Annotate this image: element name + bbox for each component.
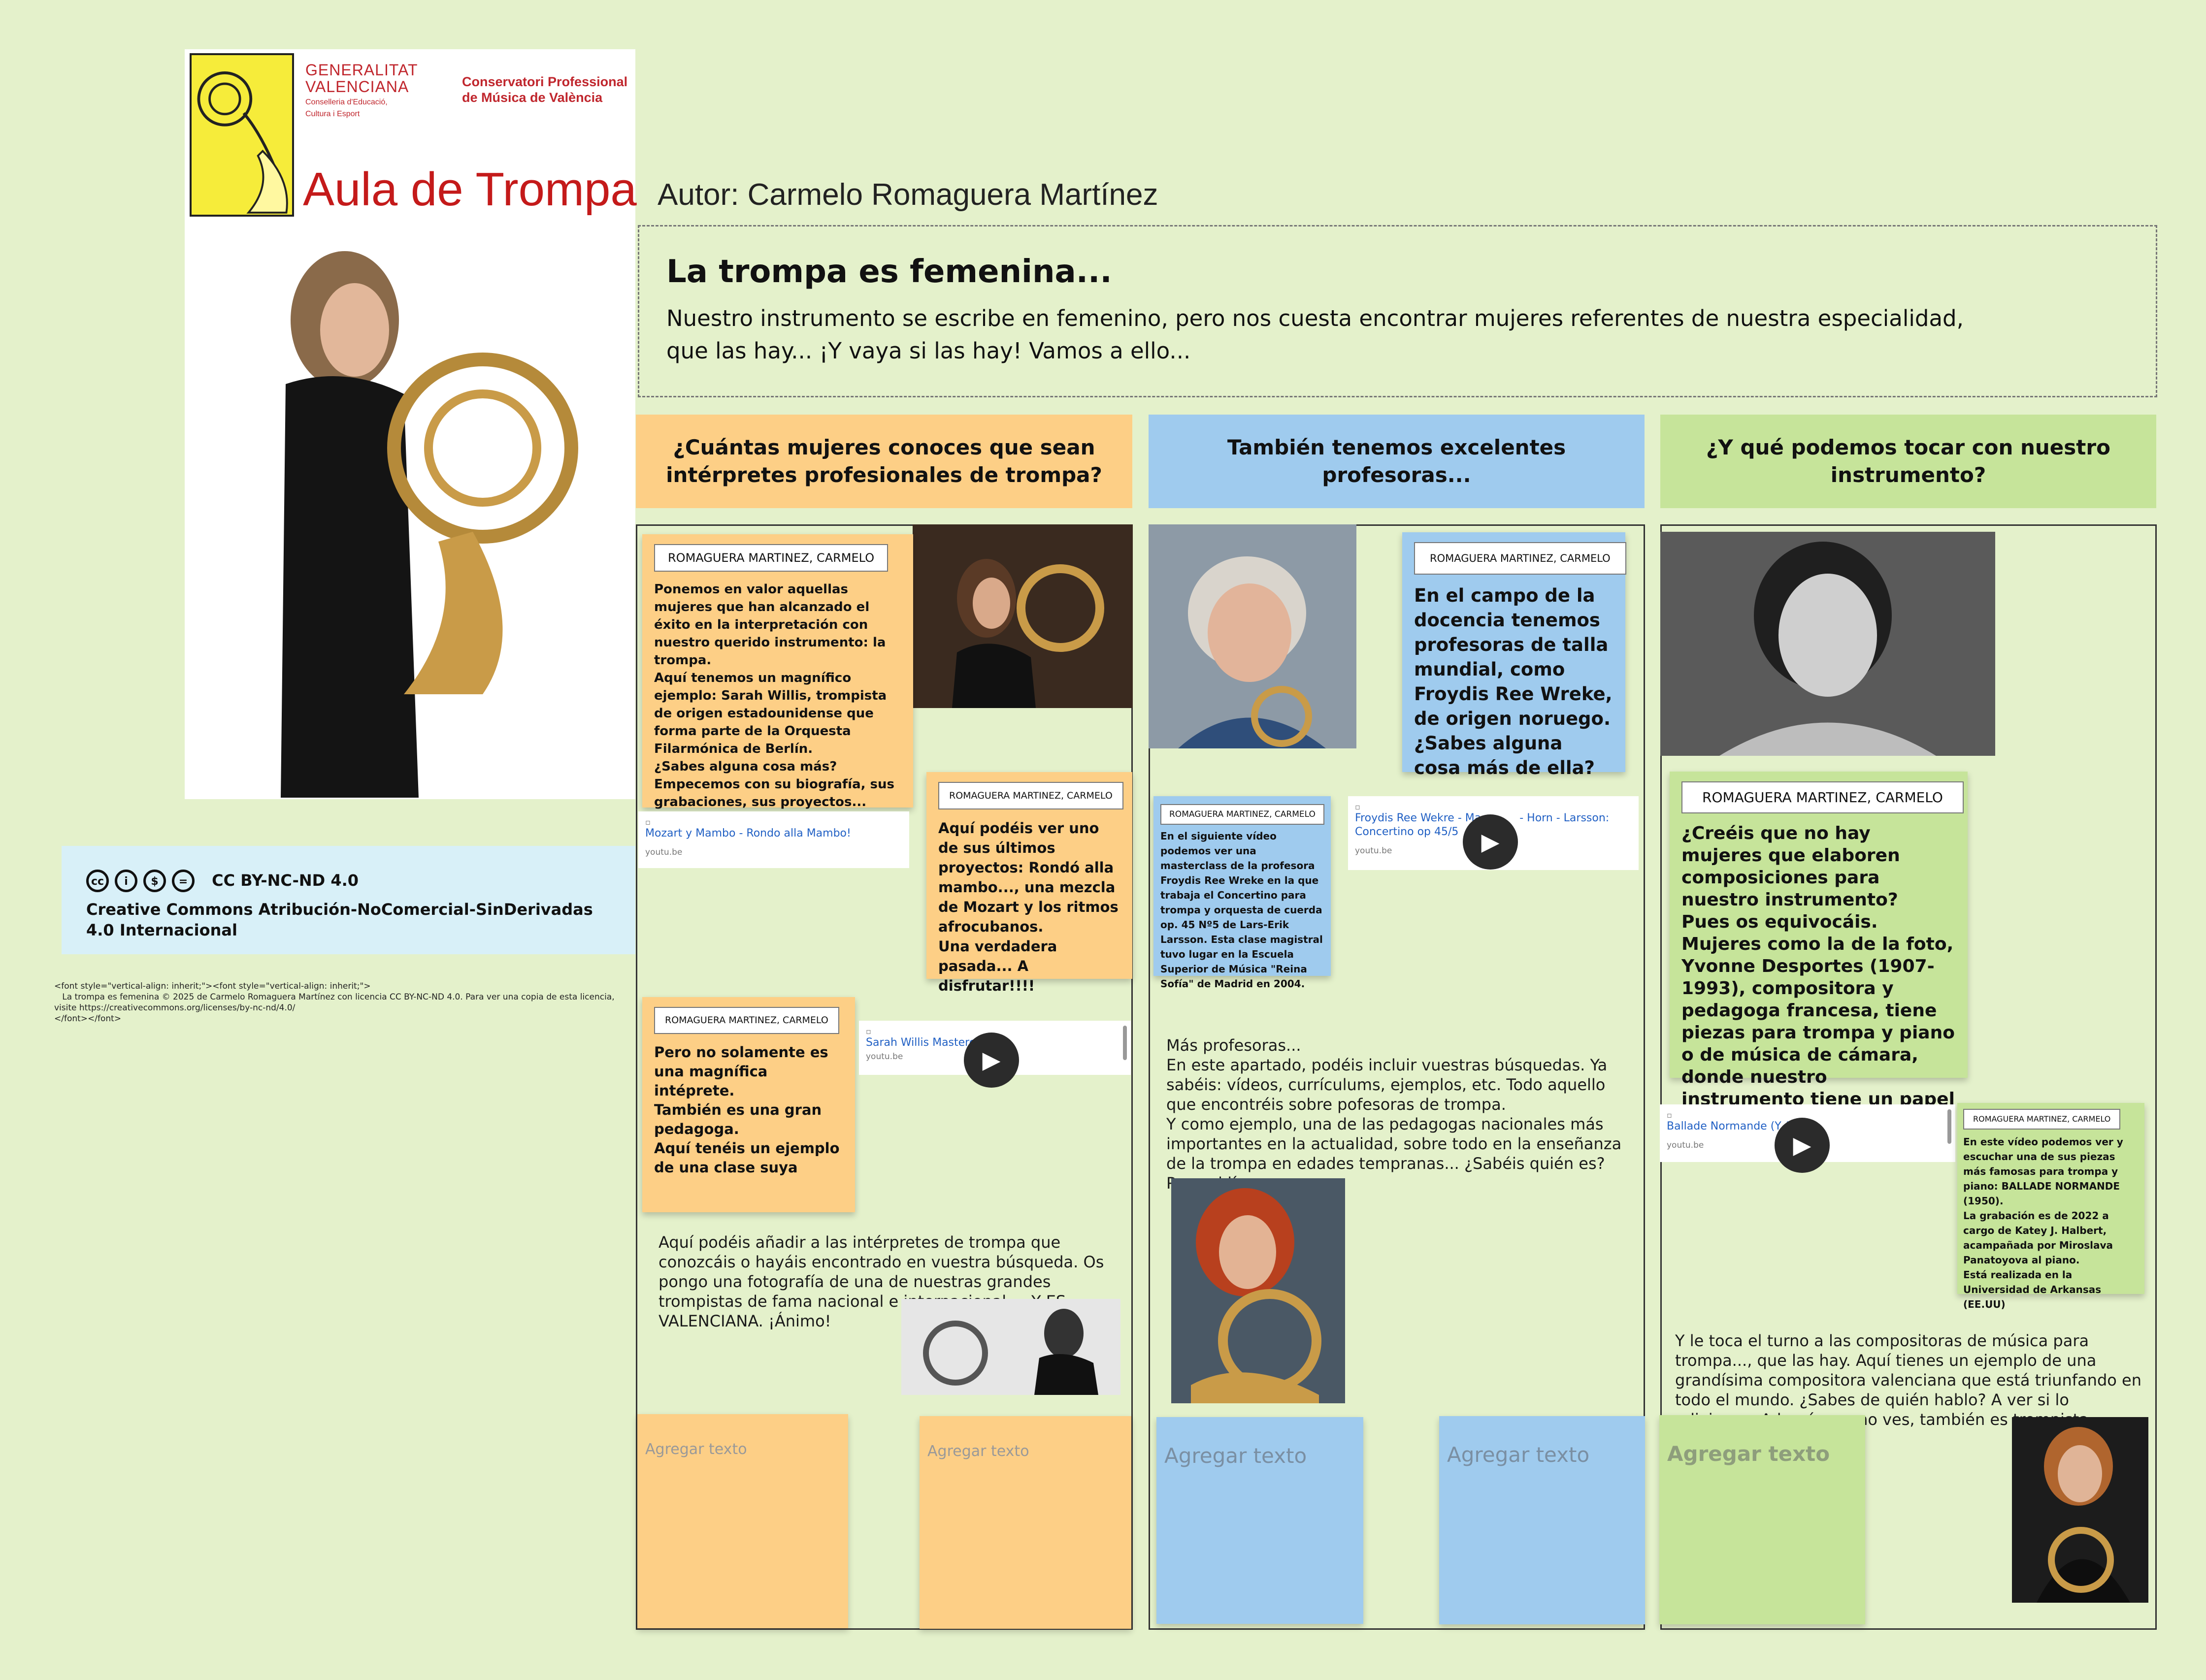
broken-image-icon: ▫ [1667, 1110, 1672, 1120]
add-text-card[interactable]: Agregar texto [1439, 1416, 1645, 1624]
gva-sub1: Conselleria d'Educació, [305, 98, 388, 106]
license-raw-html: <font style="vertical-align: inherit;"><… [54, 981, 615, 1024]
text-compositoras: Y le toca el turno a las compositoras de… [1675, 1331, 2147, 1429]
column-profesoras [1149, 524, 1645, 1630]
link-title-line2: Concertino op 45/5 [1355, 826, 1459, 838]
note-author-chip: ROMAGUERA MARTINEZ, CARMELO [938, 782, 1123, 809]
note-text: En el siguiente vídeo podemos ver una ma… [1160, 830, 1326, 990]
photo-image [913, 524, 1133, 708]
note-masterclass-froydis[interactable]: ROMAGUERA MARTINEZ, CARMELO En el siguie… [1153, 796, 1331, 990]
valencian-hornist-photo[interactable] [901, 1299, 1120, 1395]
poster-title: Aula de Trompa [303, 163, 637, 216]
play-icon[interactable]: ▶ [964, 1033, 1019, 1088]
note-text: En este vídeo podemos ver y escuchar una… [1963, 1136, 2123, 1310]
note-author-chip: ROMAGUERA MARTINEZ, CARMELO [1681, 781, 1964, 813]
add-text-card[interactable]: Agregar texto [920, 1416, 1131, 1629]
column-title: ¿Y qué podemos tocar con nuestro instrum… [1706, 435, 2110, 487]
note-author-chip: ROMAGUERA MARTINEZ, CARMELO [654, 544, 889, 572]
photo-image [1171, 1178, 1345, 1403]
link-title[interactable]: Froydis Ree Wekre - Ma - Horn - Larsson: C… [1355, 811, 1632, 839]
license-name[interactable]: Creative Commons Atribución-NoComercial-… [86, 900, 593, 939]
note-rondo-mambo[interactable]: ROMAGUERA MARTINEZ, CARMELO Aquí podéis … [926, 772, 1132, 994]
link-title-part1: Froydis Ree Wekre - Ma [1355, 812, 1482, 824]
link-domain: youtu.be [645, 847, 683, 857]
column-compositoras [1660, 524, 2157, 1630]
link-domain: youtu.be [866, 1052, 903, 1062]
link-title-part2: - Horn - Larsson: [1519, 812, 1610, 824]
note-ballade-normande[interactable]: ROMAGUERA MARTINEZ, CARMELO En este víde… [1957, 1103, 2144, 1310]
note-text: Pero no solamente es una magnífica intép… [654, 1044, 840, 1176]
photo-image [1149, 524, 1356, 748]
sarah-willis-photo[interactable] [913, 524, 1133, 708]
note-sarah-willis[interactable]: ROMAGUERA MARTINEZ, CARMELO Ponemos en v… [642, 534, 913, 827]
hornist-photo [281, 251, 578, 798]
gva-sub2: Cultura i Esport [305, 110, 360, 118]
note-author-chip: ROMAGUERA MARTINEZ, CARMELO [654, 1007, 839, 1034]
conservatori-line2: de Música de València [462, 90, 603, 105]
intro-body: Nuestro instrumento se escribe en femeni… [666, 305, 1964, 364]
yvonne-desportes-photo[interactable] [1660, 532, 1995, 756]
horn-logo [190, 53, 294, 217]
link-domain: youtu.be [1355, 846, 1392, 856]
scrollbar[interactable] [1123, 1026, 1127, 1060]
text-profesoras: Más profesoras... En este apartado, podé… [1166, 1036, 1622, 1193]
conservatori-name: Conservatori Professional de Música de V… [462, 74, 627, 105]
broken-image-icon: ▫ [866, 1027, 871, 1036]
note-author-chip: ROMAGUERA MARTINEZ, CARMELO [1963, 1109, 2121, 1130]
note-yvonne-desportes[interactable]: ROMAGUERA MARTINEZ, CARMELO ¿Creéis que … [1670, 772, 1968, 1131]
column-header-interpretes[interactable]: ¿Cuántas mujeres conoces que sean intérp… [636, 415, 1132, 508]
photo-image [901, 1299, 1120, 1395]
note-pedagoga[interactable]: ROMAGUERA MARTINEZ, CARMELO Pero no sola… [642, 997, 855, 1212]
note-text: Aquí podéis ver uno de sus últimos proye… [938, 820, 1119, 994]
link-title[interactable]: Mozart y Mambo - Rondo alla Mambo! [645, 827, 851, 840]
gva-line2: VALENCIANA [305, 78, 409, 96]
froydis-photo[interactable] [1149, 524, 1356, 748]
broken-image-icon: ▫ [1355, 802, 1360, 811]
column-title: También tenemos excelentes profesoras... [1227, 435, 1566, 487]
composer-photo[interactable] [2012, 1417, 2148, 1603]
play-icon[interactable]: ▶ [1463, 814, 1518, 870]
scrollbar[interactable] [1947, 1109, 1951, 1144]
conservatori-line1: Conservatori Professional [462, 74, 628, 89]
poster-photo [207, 236, 621, 798]
generalitat-logo: GENERALITAT VALENCIANA Conselleria d'Edu… [305, 62, 418, 119]
column-header-profesoras[interactable]: También tenemos excelentes profesoras... [1149, 415, 1645, 508]
photo-image [2012, 1417, 2148, 1603]
play-icon[interactable]: ▶ [1775, 1118, 1830, 1173]
note-author-chip: ROMAGUERA MARTINEZ, CARMELO [1160, 804, 1324, 825]
nc-icon: $ [143, 870, 166, 892]
note-text: Ponemos en valor aquellas mujeres que ha… [654, 582, 895, 827]
license-title: CC BY-NC-ND 4.0 [212, 871, 359, 890]
note-text: ¿Creéis que no hay mujeres que elaboren … [1681, 823, 1955, 1131]
column-interpretes [636, 524, 1133, 1630]
add-text-card[interactable]: Agregar texto [1156, 1417, 1363, 1624]
note-text: En el campo de la docencia tenemos profe… [1414, 585, 1619, 778]
note-froydis[interactable]: ROMAGUERA MARTINEZ, CARMELO En el campo … [1402, 532, 1626, 778]
column-header-compositoras[interactable]: ¿Y qué podemos tocar con nuestro instrum… [1660, 415, 2156, 508]
add-text-card[interactable]: Agregar texto [637, 1414, 848, 1628]
horn-icon [197, 71, 288, 214]
note-author-chip: ROMAGUERA MARTINEZ, CARMELO [1414, 542, 1626, 575]
cc-icon: cc [86, 870, 109, 892]
by-icon: i [115, 870, 137, 892]
photo-image [1660, 532, 1995, 756]
gva-line1: GENERALITAT [305, 61, 418, 79]
broken-image-icon: ▫ [645, 817, 651, 827]
pedagoga-photo[interactable] [1171, 1178, 1345, 1403]
nd-icon: = [172, 870, 195, 892]
link-preview-mozart-mambo[interactable]: ▫ Mozart y Mambo - Rondo alla Mambo! you… [638, 811, 909, 868]
intro-title: La trompa es femenina... [666, 254, 1112, 290]
link-domain: youtu.be [1667, 1140, 1704, 1150]
add-text-card[interactable]: Agregar texto [1659, 1415, 1865, 1624]
author-label: Autor: Carmelo Romaguera Martínez [658, 178, 1158, 212]
intro-section: La trompa es femenina... Nuestro instrum… [638, 225, 2157, 397]
column-title: ¿Cuántas mujeres conoces que sean intérp… [666, 435, 1102, 487]
